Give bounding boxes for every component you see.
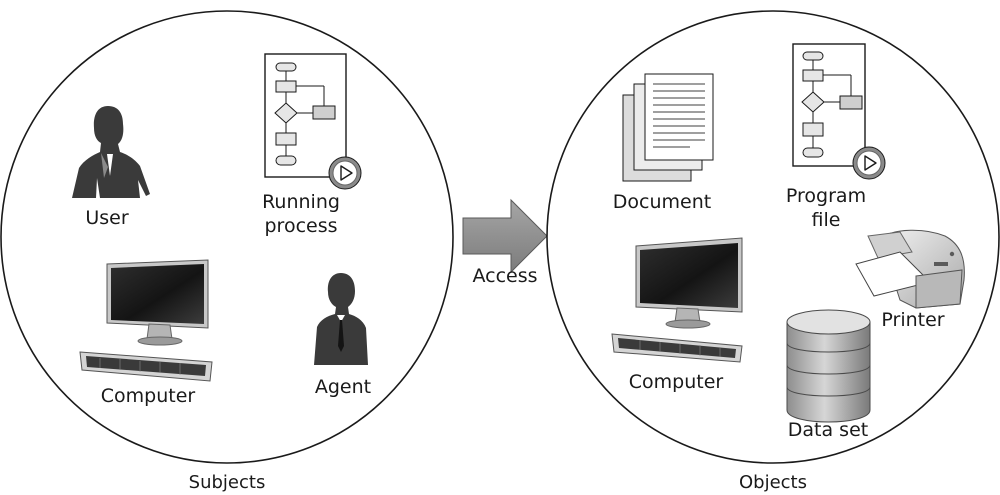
subjects-caption: Subjects xyxy=(189,472,266,493)
objects-computer-label: Computer xyxy=(629,371,724,393)
arrow-icon xyxy=(462,198,548,274)
computer-icon xyxy=(79,259,213,382)
document-label: Document xyxy=(613,191,711,213)
printer-label: Printer xyxy=(881,309,944,331)
user-label: User xyxy=(85,207,128,229)
play-icon xyxy=(328,156,362,190)
program-label-line1: Program xyxy=(786,185,866,207)
printer-icon xyxy=(855,229,965,309)
agent-icon xyxy=(314,273,368,365)
dataset-label: Data set xyxy=(788,419,868,441)
program-label-line2: file xyxy=(812,209,841,231)
program-flowchart-icon xyxy=(792,43,866,167)
agent-label: Agent xyxy=(315,376,371,398)
process-label-line1: Running xyxy=(262,191,340,213)
objects-group: Document Program file xyxy=(546,10,1000,493)
user-icon xyxy=(72,106,150,198)
access-arrow: Access xyxy=(462,198,548,287)
objects-caption: Objects xyxy=(739,472,807,493)
process-label-line2: process xyxy=(264,215,337,237)
subjects-group: User Running process xyxy=(0,10,454,493)
objects-computer-icon xyxy=(611,237,743,363)
flowchart-icon xyxy=(264,53,347,178)
subjects-computer-label: Computer xyxy=(101,385,196,407)
subjects-circle xyxy=(0,10,454,464)
database-icon xyxy=(786,309,871,423)
program-play-icon xyxy=(852,146,886,180)
access-label: Access xyxy=(472,265,537,287)
document-icon xyxy=(622,73,714,182)
